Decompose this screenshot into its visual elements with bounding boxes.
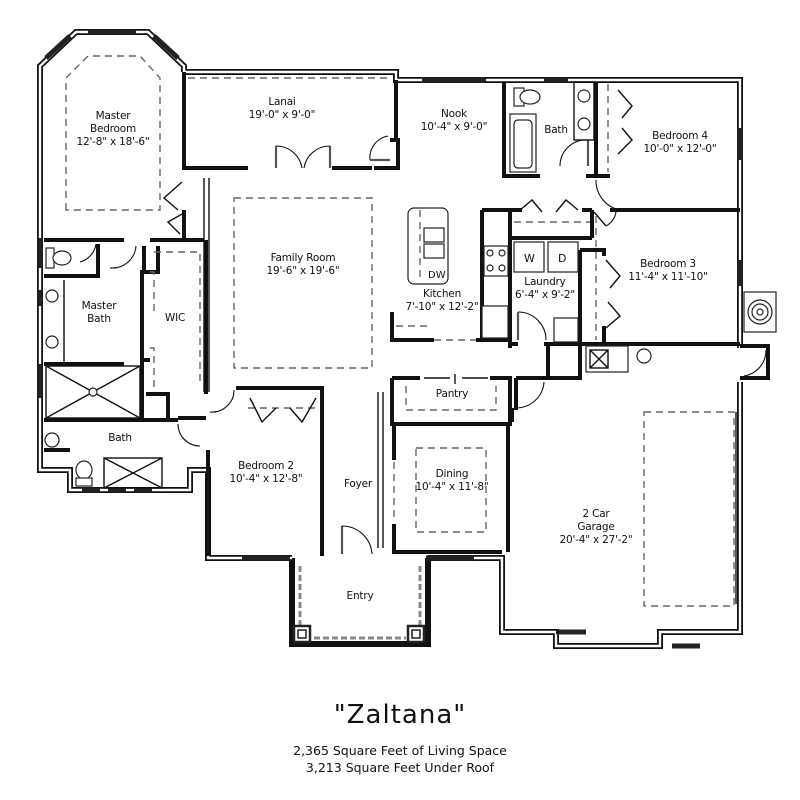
washer-label: W [524, 252, 535, 265]
room-entry: Entry [347, 590, 374, 603]
fixtures [44, 81, 777, 644]
room-kitchen: Kitchen 7'-10" x 12'-2" [406, 288, 479, 314]
room-name: Bedroom 3 [640, 258, 696, 270]
room-dims: 19'-6" x 19'-6" [266, 265, 340, 277]
room-name: Master [81, 300, 117, 312]
room-dims: 20'-4" x 27'-2" [559, 534, 633, 546]
living-space-text: 2,365 Square Feet of Living Space [293, 743, 507, 758]
windows [37, 29, 743, 649]
room-master-bath: Master Bath [82, 300, 117, 326]
room-name: Bedroom 4 [652, 130, 708, 142]
room-name: WIC [164, 312, 186, 324]
room-name: Bath [544, 124, 568, 136]
room-name: Kitchen [422, 288, 462, 300]
room-name: Pantry [435, 388, 469, 400]
room-name: Dining [435, 468, 469, 480]
room-name: Nook [441, 108, 467, 120]
room-foyer: Foyer [344, 478, 372, 491]
room-master-bedroom: Master Bedroom 12'-8" x 18'-6" [77, 110, 150, 149]
room-family-room: Family Room 19'-6" x 19'-6" [267, 252, 340, 278]
room-name: Master [95, 110, 131, 122]
room-bedroom-3: Bedroom 3 11'-4" x 11'-10" [628, 258, 708, 284]
room-pantry: Pantry [435, 388, 469, 401]
plan-title: "Zaltana" [333, 700, 467, 730]
dishwasher-label: DW [428, 270, 446, 281]
room-garage: 2 Car Garage 20'-4" x 27'-2" [560, 508, 633, 547]
room-dims: 10'-4" x 9'-0" [420, 121, 488, 133]
room-wic: WIC [165, 312, 185, 325]
room-dims: 12'-8" x 18'-6" [76, 136, 150, 148]
room-dining: Dining 10'-4" x 11'-8" [416, 468, 489, 494]
dashed-outlines [65, 55, 735, 640]
room-bath-lower: Bath [108, 432, 132, 445]
room-name: Lanai [268, 96, 296, 108]
room-bedroom-2: Bedroom 2 10'-4" x 12'-8" [230, 460, 303, 486]
room-bedroom-4: Bedroom 4 10'-0" x 12'-0" [644, 130, 717, 156]
room-dims: 19'-0" x 9'-0" [248, 109, 316, 121]
under-roof-text: 3,213 Square Feet Under Roof [305, 760, 495, 775]
room-dims: 10'-4" x 12'-8" [229, 473, 303, 485]
interior-walls [44, 72, 770, 556]
room-dims: 7'-10" x 12'-2" [405, 301, 479, 313]
dryer-label: D [558, 252, 566, 265]
room-laundry: Laundry 6'-4" x 9'-2" [515, 276, 575, 302]
room-lanai: Lanai 19'-0" x 9'-0" [249, 96, 316, 122]
room-name: Bedroom 2 [238, 460, 294, 472]
room-nook: Nook 10'-4" x 9'-0" [421, 108, 488, 134]
room-bath-upper: Bath [544, 124, 568, 137]
room-name: Foyer [343, 478, 373, 490]
room-name: Bath [108, 432, 132, 444]
doors [79, 89, 767, 555]
room-name: Entry [346, 590, 374, 602]
room-name: 2 Car [582, 508, 610, 520]
room-name: Family Room [270, 252, 336, 264]
room-name: Laundry [524, 276, 566, 288]
room-dims: 10'-0" x 12'-0" [643, 143, 717, 155]
room-dims: 10'-4" x 11'-8" [415, 481, 489, 493]
room-name: Bath [87, 313, 111, 325]
room-dims: 6'-4" x 9'-2" [514, 289, 576, 301]
room-name: Bedroom [89, 123, 137, 135]
room-name: Garage [577, 521, 615, 533]
room-dims: 11'-4" x 11'-10" [628, 271, 708, 283]
